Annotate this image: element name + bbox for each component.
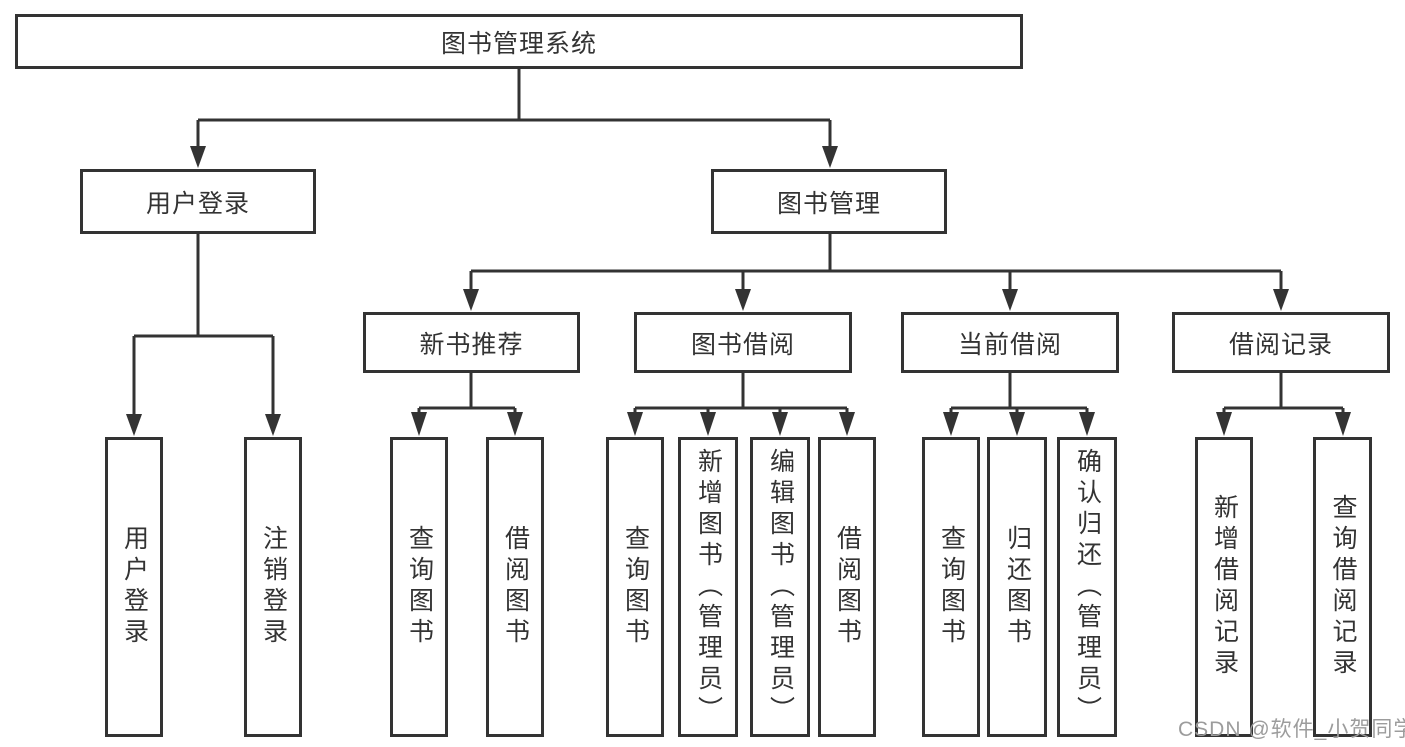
- leaf-borrow-books-borrow: 借阅图书: [818, 437, 876, 737]
- leaf-confirm-return-admin: 确认归还（管理员）: [1057, 437, 1117, 737]
- connector-book-borrowing-to-leaves: [627, 373, 855, 436]
- leaf-add-borrow-record: 新增借阅记录: [1195, 437, 1253, 737]
- leaf-query-books-borrow: 查询图书: [606, 437, 664, 737]
- node-borrowing-records: 借阅记录: [1172, 312, 1390, 373]
- leaf-query-books-newbook: 查询图书: [390, 437, 448, 737]
- connector-new-book-to-leaves: [411, 373, 523, 436]
- connector-user-login-to-leaves: [126, 234, 281, 436]
- connector-root-to-level2: [190, 69, 838, 168]
- node-book-management: 图书管理: [711, 169, 947, 234]
- node-current-borrowing: 当前借阅: [901, 312, 1119, 373]
- connector-current-borrowing-to-leaves: [943, 373, 1095, 436]
- node-root-library-system: 图书管理系统: [15, 14, 1023, 69]
- node-user-login: 用户登录: [80, 169, 316, 234]
- leaf-logout-login: 注销登录: [244, 437, 302, 737]
- leaf-return-books: 归还图书: [987, 437, 1047, 737]
- connector-borrowing-records-to-leaves: [1216, 373, 1351, 436]
- csdn-watermark: CSDN @软件_小贺同学: [1178, 718, 1405, 741]
- leaf-add-books-admin: 新增图书（管理员）: [678, 437, 738, 737]
- node-new-book-recommendation: 新书推荐: [363, 312, 580, 373]
- node-book-borrowing: 图书借阅: [634, 312, 852, 373]
- leaf-query-borrow-record: 查询借阅记录: [1313, 437, 1372, 737]
- leaf-user-login: 用户登录: [105, 437, 163, 737]
- connector-book-management-to-level3: [463, 234, 1289, 311]
- leaf-query-books-current: 查询图书: [922, 437, 980, 737]
- leaf-edit-books-admin: 编辑图书（管理员）: [750, 437, 810, 737]
- leaf-borrow-books-newbook: 借阅图书: [486, 437, 544, 737]
